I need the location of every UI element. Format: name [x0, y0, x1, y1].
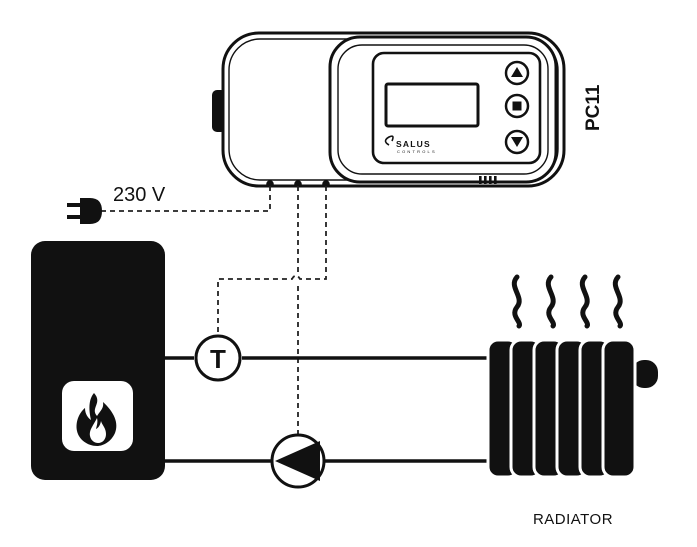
pc11-controller: SALUS CONTROLS PC11	[212, 31, 604, 188]
radiator-label: RADIATOR	[533, 511, 613, 528]
pipes	[164, 356, 490, 463]
radiator-sections	[486, 338, 637, 479]
boiler	[31, 241, 165, 480]
vent-slots	[479, 176, 497, 184]
power-plug-icon	[67, 198, 102, 224]
sensor-letter: T	[210, 344, 226, 374]
brand-name: SALUS	[396, 139, 431, 149]
up-button[interactable]	[504, 60, 530, 86]
wiring	[100, 186, 327, 436]
heat-wave-icon	[511, 274, 623, 329]
arrow-up-icon	[511, 67, 523, 77]
square-stop-icon	[512, 101, 522, 111]
radiator	[486, 274, 658, 479]
controller-display[interactable]	[384, 82, 480, 128]
model-label: PC11	[583, 84, 604, 131]
temperature-sensor-icon: T	[194, 334, 242, 382]
radiator-end-cap	[632, 360, 658, 388]
salus-logo: SALUS CONTROLS	[384, 135, 437, 154]
stop-button[interactable]	[504, 93, 530, 119]
terminals	[266, 180, 330, 188]
flame-icon	[76, 393, 117, 446]
arrow-down-icon	[511, 137, 523, 147]
pump-icon	[270, 433, 326, 489]
voltage-label: 230 V	[113, 184, 166, 206]
power-wire	[100, 186, 271, 212]
brand-subtitle: CONTROLS	[397, 149, 437, 154]
down-button[interactable]	[504, 129, 530, 155]
sensor-wire	[217, 186, 327, 335]
